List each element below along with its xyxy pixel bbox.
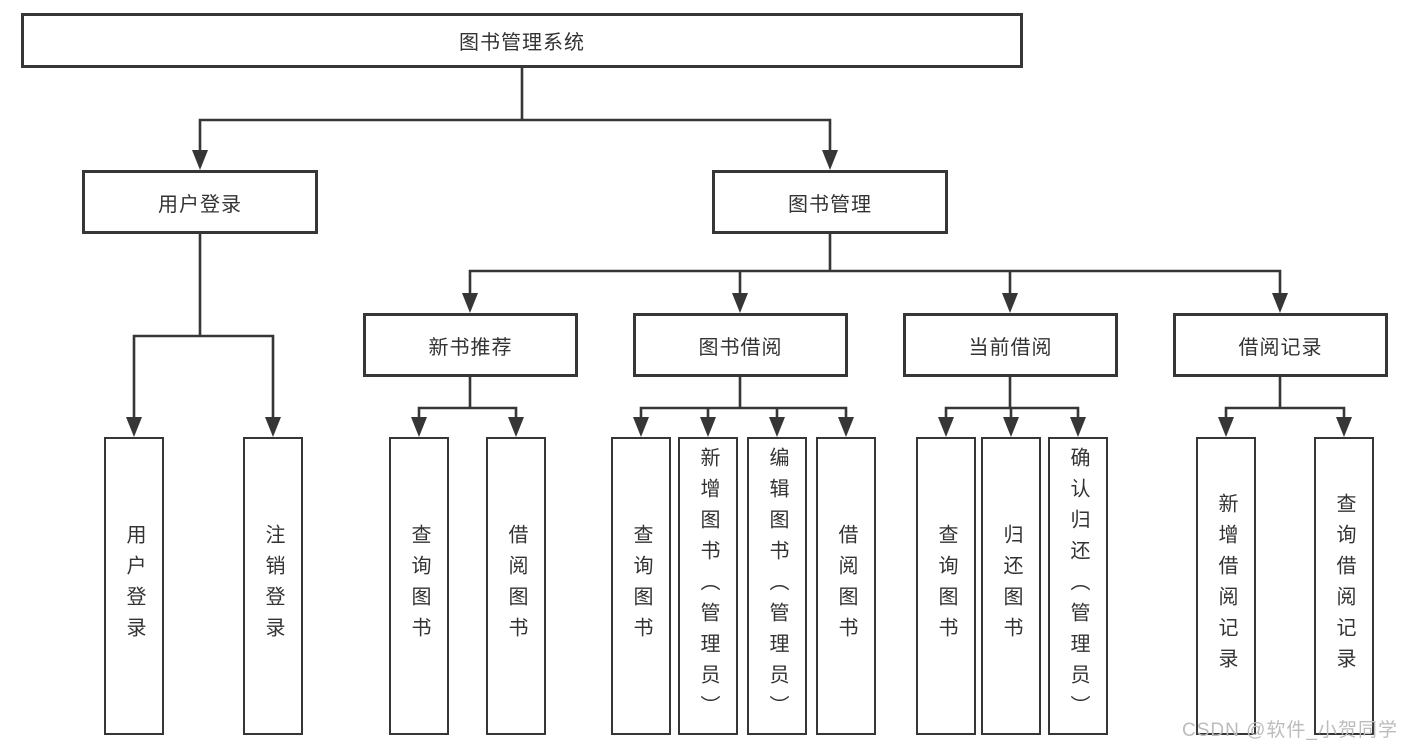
leaf-newbooks-query: 查询图书 [389, 437, 449, 735]
node-borrow-records-label: 借阅记录 [1238, 336, 1323, 359]
node-book-borrow: 图书借阅 [633, 313, 848, 377]
node-new-book-recommend: 新书推荐 [363, 313, 578, 377]
leaf-newbooks-borrow-label: 借阅图书 [505, 524, 527, 648]
leaf-borrow-add-label: 新增图书（管理员） [697, 446, 719, 726]
leaf-borrow-query-label: 查询图书 [630, 524, 652, 648]
leaf-current-query: 查询图书 [916, 437, 976, 735]
leaf-borrow-add: 新增图书（管理员） [678, 437, 738, 735]
leaf-borrow-edit: 编辑图书（管理员） [747, 437, 807, 735]
node-book-management-label: 图书管理 [788, 193, 872, 216]
leaf-records-add-label: 新增借阅记录 [1215, 493, 1237, 679]
leaf-records-query: 查询借阅记录 [1314, 437, 1374, 735]
node-root: 图书管理系统 [21, 13, 1023, 68]
leaf-current-query-label: 查询图书 [935, 524, 957, 648]
leaf-borrow-borrow: 借阅图书 [816, 437, 876, 735]
leaf-records-query-label: 查询借阅记录 [1333, 493, 1355, 679]
leaf-current-return: 归还图书 [981, 437, 1041, 735]
leaf-current-return-label: 归还图书 [1000, 524, 1022, 648]
csdn-watermark: CSDN @软件_小贺同学 [1182, 720, 1398, 741]
leaf-borrow-edit-label: 编辑图书（管理员） [766, 446, 788, 726]
leaf-newbooks-borrow: 借阅图书 [486, 437, 546, 735]
node-current-borrow: 当前借阅 [903, 313, 1118, 377]
leaf-user-login-label: 用户登录 [123, 524, 145, 648]
node-user-login-label: 用户登录 [158, 193, 242, 216]
leaf-user-login: 用户登录 [104, 437, 164, 735]
node-current-borrow-label: 当前借阅 [968, 336, 1053, 359]
leaf-newbooks-query-label: 查询图书 [408, 524, 430, 648]
node-root-label: 图书管理系统 [459, 32, 585, 54]
leaf-current-confirm-return-label: 确认归还（管理员） [1067, 446, 1089, 726]
node-book-management: 图书管理 [712, 170, 948, 234]
leaf-logout: 注销登录 [243, 437, 303, 735]
leaf-current-confirm-return: 确认归还（管理员） [1048, 437, 1108, 735]
leaf-borrow-query: 查询图书 [611, 437, 671, 735]
node-borrow-records: 借阅记录 [1173, 313, 1388, 377]
node-user-login: 用户登录 [82, 170, 318, 234]
leaf-logout-label: 注销登录 [262, 524, 284, 648]
node-new-book-recommend-label: 新书推荐 [428, 336, 513, 359]
node-book-borrow-label: 图书借阅 [698, 336, 783, 359]
leaf-records-add: 新增借阅记录 [1196, 437, 1256, 735]
leaf-borrow-borrow-label: 借阅图书 [835, 524, 857, 648]
